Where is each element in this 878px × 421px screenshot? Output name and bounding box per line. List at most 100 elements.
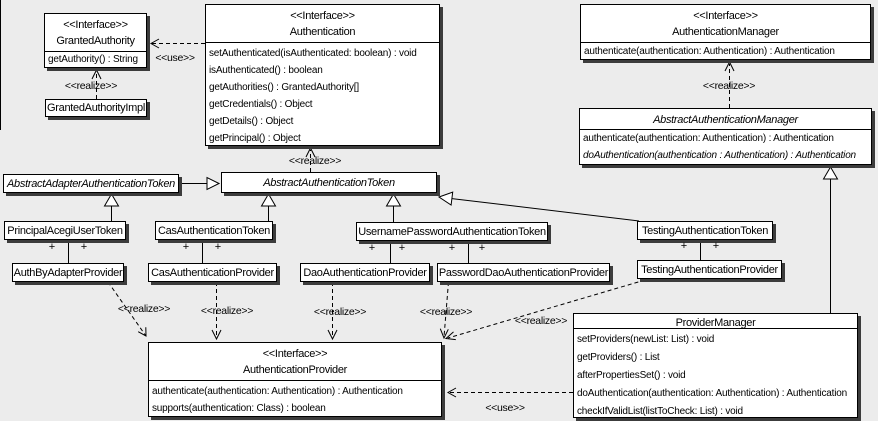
class-testing-authentication-token[interactable]: TestingAuthenticationToken xyxy=(637,221,773,240)
method: afterPropertiesSet() : void xyxy=(577,370,686,381)
methods-compartment: authenticate(authentication: Authenticat… xyxy=(580,130,871,164)
triangle-arrowhead-icon xyxy=(206,176,221,191)
class-name: CasAuthenticationProvider xyxy=(151,266,274,279)
title-compartment: AbstractAuthenticationManager xyxy=(580,109,871,130)
open-arrowhead-icon xyxy=(305,146,316,158)
open-arrowhead-icon xyxy=(91,68,102,80)
class-authentication-provider[interactable]: <<Interface>> AuthenticationProvider aut… xyxy=(148,342,442,417)
title-compartment: ProviderManager xyxy=(574,314,857,329)
title-compartment: <<Interface>> AuthenticationManager xyxy=(581,5,870,43)
class-name: DaoAuthenticationProvider xyxy=(303,266,427,279)
methods-compartment: setAuthenticated(isAuthenticated: boolea… xyxy=(206,43,439,147)
realize-label: <<realize>> xyxy=(200,305,254,317)
realize-label: <<realize>> xyxy=(702,80,756,92)
stereotype-label: <<Interface>> xyxy=(262,348,328,360)
class-dao-authentication-provider[interactable]: DaoAuthenticationProvider xyxy=(300,263,430,282)
class-name: GrantedAuthorityImpl xyxy=(47,102,145,114)
class-password-dao-authentication-provider[interactable]: PasswordDaoAuthenticationProvider xyxy=(437,263,610,282)
multiplicity-plus: + xyxy=(398,242,406,254)
multiplicity-plus: + xyxy=(48,241,56,253)
class-name: AbstractAuthenticationToken xyxy=(263,176,395,189)
method: setAuthenticated(isAuthenticated: boolea… xyxy=(209,48,417,59)
open-arrowhead-icon xyxy=(439,328,449,340)
class-abstract-adapter-authentication-token[interactable]: AbstractAdapterAuthenticationToken xyxy=(3,174,179,193)
open-arrowhead-icon xyxy=(149,38,160,49)
open-arrowhead-icon xyxy=(137,327,147,337)
class-name: TestingAuthenticationProvider xyxy=(641,263,778,276)
class-name: AuthenticationProvider xyxy=(242,364,348,376)
methods-compartment: getAuthority() : String xyxy=(45,52,146,67)
open-arrowhead-icon xyxy=(444,331,456,341)
method: getCredentials() : Object xyxy=(209,99,313,110)
method-abstract: doAuthentication(authentication : Authen… xyxy=(583,150,856,161)
class-name: CasAuthenticationToken xyxy=(157,224,271,237)
method: authenticate(authentication: Authenticat… xyxy=(152,386,403,397)
multiplicity-plus: + xyxy=(680,240,688,252)
multiplicity-plus: + xyxy=(80,241,88,253)
class-name: AbstractAuthenticationManager xyxy=(653,114,798,126)
class-auth-by-adapter-provider[interactable]: AuthByAdapterProvider xyxy=(12,263,124,282)
open-arrowhead-icon xyxy=(446,387,457,398)
open-arrowhead-icon xyxy=(327,329,338,341)
class-name: GrantedAuthority xyxy=(56,35,135,47)
methods-compartment: setProviders(newList: List) : void getPr… xyxy=(574,329,857,421)
method: authenticate(authentication: Authenticat… xyxy=(584,46,835,57)
generalization-testing-token xyxy=(451,198,640,222)
methods-compartment: authenticate(authentication: Authenticat… xyxy=(149,381,441,417)
realize-label: <<realize>> xyxy=(313,306,367,318)
method: supports(authentication: Class) : boolea… xyxy=(152,403,326,414)
realize-arrow-testingprovider xyxy=(447,279,646,339)
class-testing-authentication-provider[interactable]: TestingAuthenticationProvider xyxy=(637,260,782,279)
multiplicity-plus: + xyxy=(478,242,486,254)
class-name: AuthenticationManager xyxy=(672,26,779,38)
class-cas-authentication-token[interactable]: CasAuthenticationToken xyxy=(155,221,273,240)
class-name: AuthByAdapterProvider xyxy=(13,266,123,279)
method: setProviders(newList: List) : void xyxy=(577,334,715,345)
class-name: AbstractAdapterAuthenticationToken xyxy=(7,177,175,190)
realize-arrow-passworddaoprovider xyxy=(443,281,449,338)
class-provider-manager[interactable]: ProviderManager setProviders(newList: Li… xyxy=(573,313,858,418)
method: checkIfValidList(listToCheck: List) : vo… xyxy=(577,406,743,417)
realize-label: <<realize>> xyxy=(419,306,473,318)
class-name: UsernamePasswordAuthenticationToken xyxy=(358,225,546,238)
use-label: <<use>> xyxy=(485,402,525,414)
realize-label: <<realize>> xyxy=(288,155,342,167)
class-authentication[interactable]: <<Interface>> Authentication setAuthenti… xyxy=(205,4,440,146)
class-abstract-authentication-manager[interactable]: AbstractAuthenticationManager authentica… xyxy=(579,108,872,165)
class-cas-authentication-provider[interactable]: CasAuthenticationProvider xyxy=(148,263,277,282)
class-granted-authority[interactable]: <<Interface>> GrantedAuthority getAuthor… xyxy=(44,13,147,68)
multiplicity-plus: + xyxy=(214,241,222,253)
triangle-arrowhead-icon xyxy=(437,191,454,206)
multiplicity-plus: + xyxy=(182,241,190,253)
class-name: TestingAuthenticationToken xyxy=(641,224,769,237)
method: isAuthenticated() : boolean xyxy=(209,65,323,76)
title-compartment: <<Interface>> AuthenticationProvider xyxy=(149,343,441,381)
triangle-arrowhead-icon xyxy=(385,193,402,207)
title-compartment: <<Interface>> Authentication xyxy=(206,5,439,43)
open-arrowhead-icon xyxy=(724,60,735,72)
multiplicity-plus: + xyxy=(448,242,456,254)
stereotype-label: <<Interface>> xyxy=(290,10,355,22)
method: authenticate(authentication: Authenticat… xyxy=(583,133,834,144)
use-label: <<use>> xyxy=(155,52,195,64)
stereotype-label: <<Interface>> xyxy=(693,10,758,22)
class-granted-authority-impl[interactable]: GrantedAuthorityImpl xyxy=(45,99,147,117)
stereotype-label: <<Interface>> xyxy=(63,19,128,31)
class-name: PasswordDaoAuthenticationProvider xyxy=(438,266,609,279)
triangle-arrowhead-icon xyxy=(822,166,839,180)
class-username-password-authentication-token[interactable]: UsernamePasswordAuthenticationToken xyxy=(356,222,548,241)
class-authentication-manager[interactable]: <<Interface>> AuthenticationManager auth… xyxy=(580,4,871,60)
class-name: PrincipalAcegiUserToken xyxy=(7,224,123,237)
method: getDetails() : Object xyxy=(209,116,294,127)
class-abstract-authentication-token[interactable]: AbstractAuthenticationToken xyxy=(221,172,437,193)
method: getAuthority() : String xyxy=(48,54,138,65)
multiplicity-plus: + xyxy=(712,240,720,252)
realize-label: <<realize>> xyxy=(117,303,171,315)
open-arrowhead-icon xyxy=(211,329,222,341)
method: getPrincipal() : Object xyxy=(209,133,301,144)
method: doAuthentication(authentication: Authent… xyxy=(577,388,847,399)
triangle-arrowhead-icon xyxy=(103,193,120,207)
class-principal-acegi-user-token[interactable]: PrincipalAcegiUserToken xyxy=(4,221,126,240)
multiplicity-plus: + xyxy=(368,242,376,254)
